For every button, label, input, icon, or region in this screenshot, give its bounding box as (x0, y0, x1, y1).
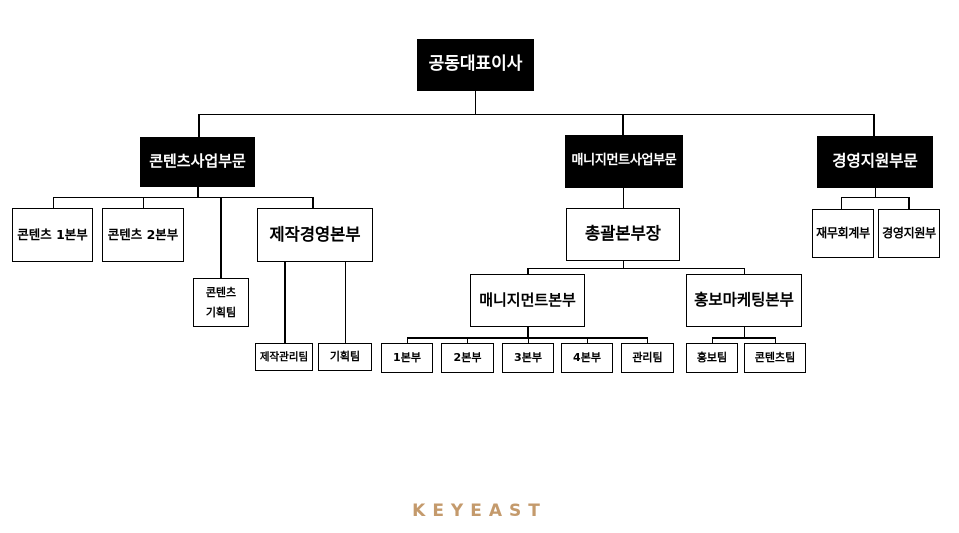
org-node-production-mgmt-team: 제작관리팀 (255, 343, 313, 371)
connector-line (527, 267, 744, 269)
connector-line (220, 196, 222, 279)
connector-line (466, 337, 468, 343)
connector-line (873, 113, 875, 137)
connector-line (527, 267, 529, 275)
org-node-finance-accounting: 재무회계부 (812, 209, 874, 258)
connector-line (197, 187, 199, 197)
org-node-ceo: 공동대표이사 (417, 39, 534, 91)
org-node-management-division: 매니지먼트사업부문 (565, 135, 683, 188)
connector-line (52, 196, 54, 209)
connector-line (622, 113, 624, 136)
org-node-hq-1: 1본부 (381, 343, 433, 373)
connector-line (622, 261, 624, 269)
connector-line (840, 196, 910, 198)
org-node-support-division: 경영지원부문 (817, 136, 933, 188)
connector-line (474, 91, 476, 115)
connector-line (711, 337, 713, 343)
connector-line (198, 113, 200, 138)
org-node-label-line1: 콘텐츠 (205, 285, 237, 299)
keyeast-logo: KEYEAST (412, 501, 547, 521)
org-node-hq-3: 3본부 (502, 343, 554, 373)
connector-line (406, 337, 648, 339)
org-node-label-line2: 기획팀 (205, 305, 237, 319)
connector-line (527, 337, 529, 343)
connector-line (527, 327, 529, 338)
org-node-contents-team: 콘텐츠팀 (744, 343, 806, 373)
org-node-general-hq-head: 총괄본부장 (566, 208, 680, 261)
org-node-admin-team: 관리팀 (621, 343, 674, 373)
connector-line (743, 327, 745, 338)
connector-line (312, 196, 314, 209)
org-node-pr-marketing-hq: 홍보마케팅본부 (686, 274, 802, 327)
org-node-contents-planning-team: 콘텐츠 기획팀 (193, 278, 249, 327)
org-node-pr-team: 홍보팀 (686, 343, 738, 373)
connector-line (908, 196, 910, 210)
org-node-management-hq: 매니지먼트본부 (470, 274, 585, 327)
org-node-hq-2: 2본부 (441, 343, 494, 373)
org-node-contents-division: 콘텐츠사업부문 (140, 137, 255, 187)
connector-line (874, 188, 876, 197)
connector-line (840, 196, 842, 210)
org-node-management-support: 경영지원부 (878, 209, 940, 258)
connector-line (646, 337, 648, 343)
org-node-production-mgmt-hq: 제작경영본부 (257, 208, 373, 262)
connector-line (198, 113, 874, 115)
connector-line (622, 188, 624, 208)
connector-line (711, 337, 776, 339)
connector-line (743, 267, 745, 275)
connector-line (406, 337, 408, 343)
connector-line (52, 196, 314, 198)
connector-line (586, 337, 588, 343)
connector-line (774, 337, 776, 343)
org-node-contents-hq1: 콘텐츠 1본부 (12, 208, 93, 262)
org-node-planning-team: 기획팀 (318, 343, 372, 371)
connector-line (142, 196, 144, 209)
connector-line (344, 262, 346, 343)
org-node-hq-4: 4본부 (561, 343, 613, 373)
org-node-contents-hq2: 콘텐츠 2본부 (102, 208, 184, 262)
connector-line (284, 262, 286, 343)
